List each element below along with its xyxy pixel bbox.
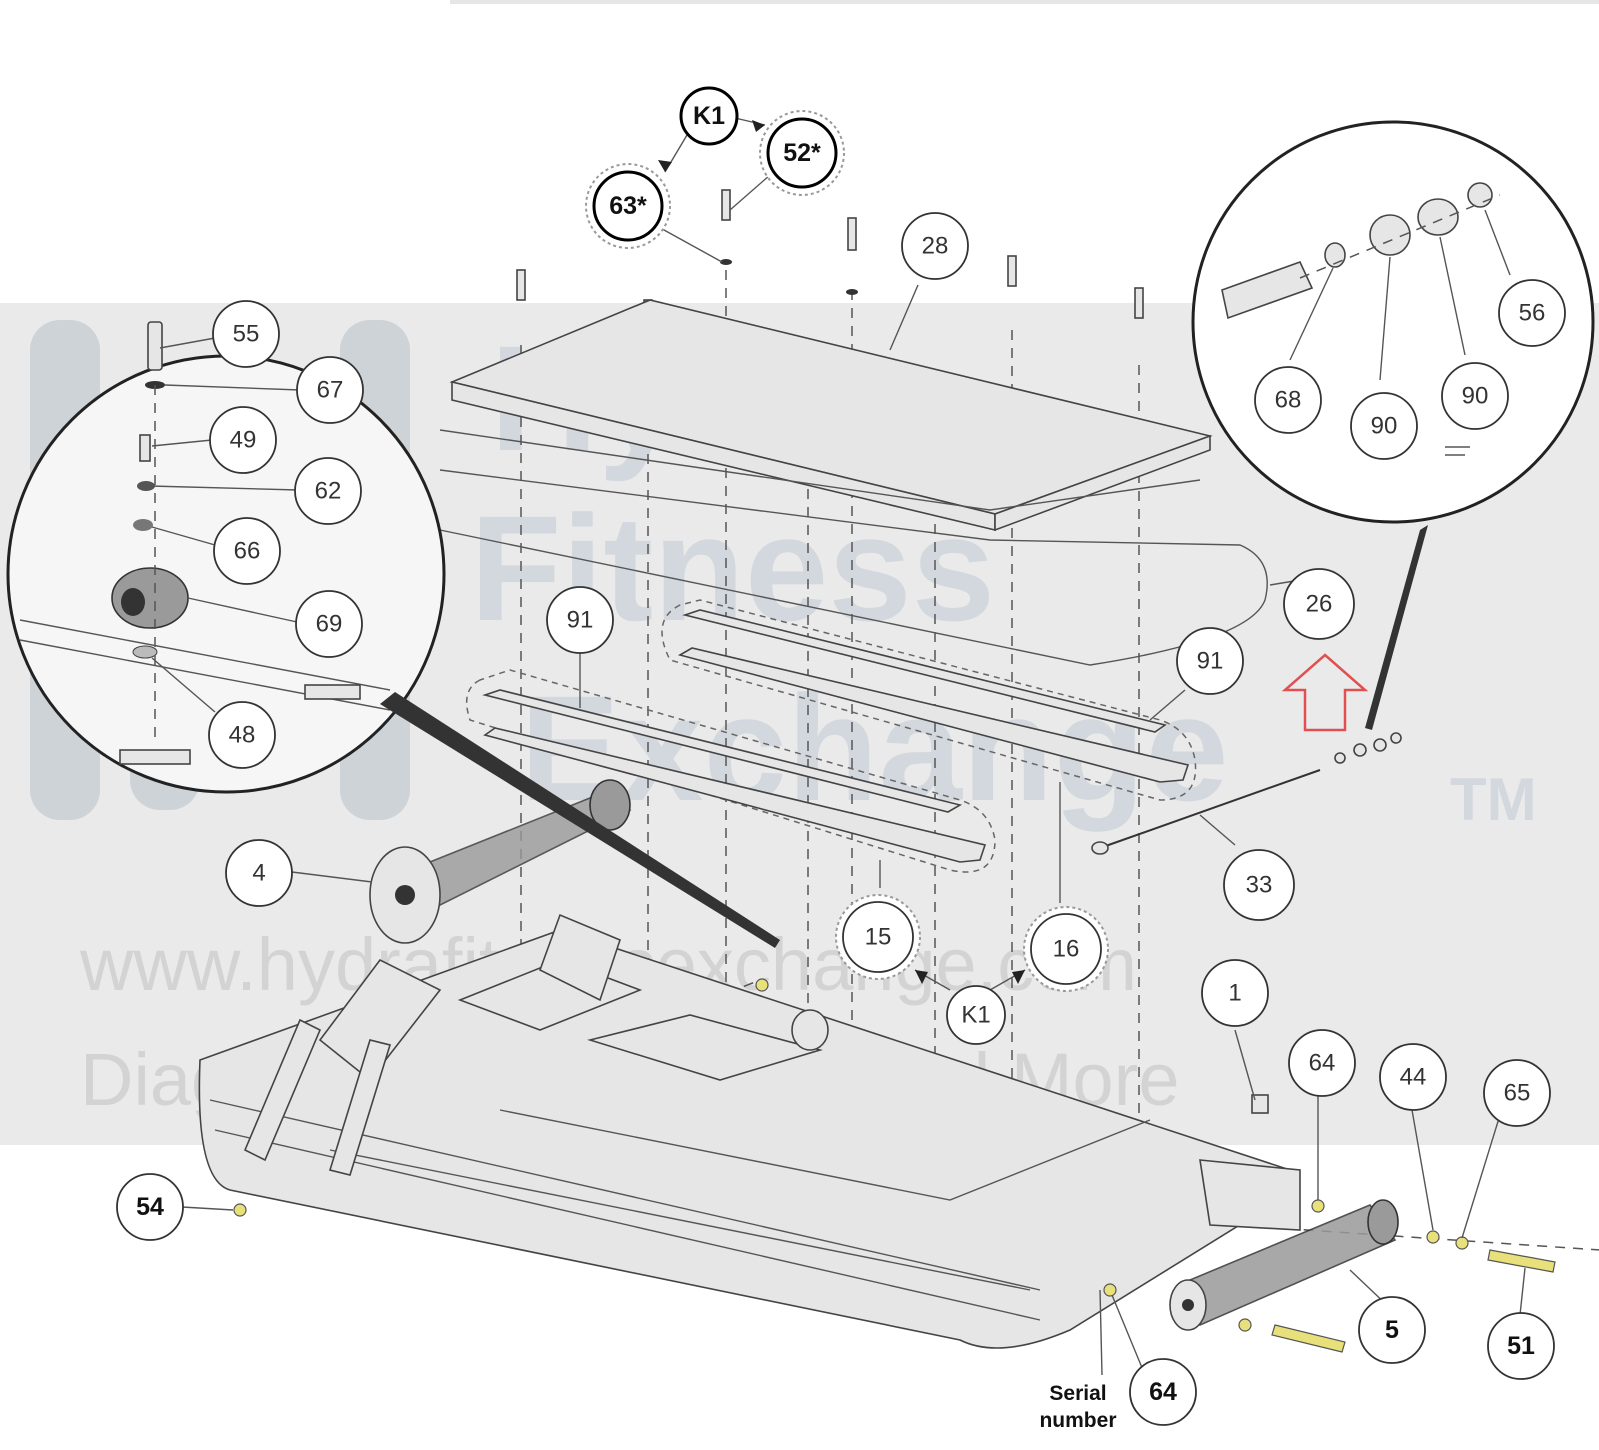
- callout-label: 1: [1228, 980, 1241, 1007]
- callout-label: 66: [234, 538, 261, 565]
- rail-group-right-outline: [661, 599, 1197, 801]
- rail-strip-right: [682, 609, 1167, 733]
- callout-label: 33: [1246, 872, 1273, 899]
- watermark-tm: TM: [1450, 766, 1537, 833]
- callout-91a: 91: [546, 586, 614, 654]
- callout-64a: 64: [1288, 1029, 1356, 1097]
- callout-label: 4: [252, 860, 265, 887]
- callout-label: 52*: [783, 139, 821, 167]
- callout-91b: 91: [1176, 627, 1244, 695]
- callout-label: 16: [1053, 936, 1080, 963]
- callout-28: 28: [901, 212, 969, 280]
- callout-label: 63*: [609, 192, 647, 220]
- callout-label: 5: [1385, 1316, 1399, 1344]
- callout-1: 1: [1201, 959, 1269, 1027]
- callout-label: 65: [1504, 1080, 1531, 1107]
- left-detail-pointer: [380, 692, 780, 948]
- callout-69: 69: [295, 590, 363, 658]
- arrowhead-k1-52: [752, 120, 765, 132]
- callout-64b: 64: [1129, 1358, 1197, 1426]
- callout-49: 49: [209, 406, 277, 474]
- callout-label: 64: [1149, 1378, 1177, 1406]
- callout-65: 65: [1483, 1059, 1551, 1127]
- callout-90b: 90: [1441, 362, 1509, 430]
- callout-67: 67: [296, 356, 364, 424]
- callout-68: 68: [1254, 366, 1322, 434]
- callout-44: 44: [1379, 1043, 1447, 1111]
- arrowhead-k1-16: [1012, 970, 1025, 984]
- callout-label: 51: [1507, 1332, 1535, 1360]
- leader-lines: [149, 117, 1526, 1376]
- callout-90a: 90: [1350, 392, 1418, 460]
- callout-label: 91: [1197, 648, 1224, 675]
- callout-label: 55: [233, 321, 260, 348]
- callout-label: 15: [865, 924, 892, 951]
- callout-label: 67: [317, 377, 344, 404]
- callout-52: 52*: [759, 110, 845, 196]
- front-roller: [369, 779, 632, 944]
- rear-bolts: [233, 978, 1556, 1353]
- callout-16: 16: [1023, 906, 1109, 992]
- highlight-arrow-up: [1281, 653, 1369, 732]
- callout-label: 28: [922, 233, 949, 260]
- callout-48: 48: [208, 701, 276, 769]
- callout-label: 91: [567, 607, 594, 634]
- treadmill-frame: [198, 913, 1301, 1349]
- callout-56: 56: [1498, 279, 1566, 347]
- serial-label-line1: Serial: [1049, 1382, 1106, 1405]
- callout-label: 48: [229, 722, 256, 749]
- rail-bar-right: [677, 647, 1190, 783]
- callout-55: 55: [212, 300, 280, 368]
- callout-66: 66: [213, 517, 281, 585]
- callout-label: 26: [1306, 591, 1333, 618]
- rail-strip-left: [482, 689, 963, 813]
- serial-label-line2: number: [1039, 1409, 1116, 1432]
- callout-62: 62: [294, 457, 362, 525]
- callout-51: 51: [1487, 1312, 1555, 1380]
- right-detail-pointer: [1365, 525, 1428, 730]
- arrowhead-k1-63: [658, 160, 672, 172]
- rear-roller: [1169, 1199, 1399, 1331]
- top-edge-strip: [450, 0, 1599, 4]
- callout-label: 64: [1309, 1050, 1336, 1077]
- callout-26: 26: [1283, 568, 1355, 640]
- callout-label: 90: [1371, 413, 1398, 440]
- running-belt: [439, 469, 1268, 666]
- callout-label: K1: [693, 102, 725, 130]
- callout-label: 54: [136, 1193, 164, 1221]
- callout-label: 49: [230, 427, 257, 454]
- deck-board-side: [994, 434, 1211, 532]
- callout-label: 62: [315, 478, 342, 505]
- running-belt-top-edge: [439, 429, 1201, 511]
- callout-63: 63*: [585, 163, 671, 249]
- callout-label: K1: [961, 1002, 990, 1029]
- arrowhead-k1-15: [915, 970, 928, 984]
- rear-axle: [1091, 732, 1402, 855]
- callout-k1-top: K1: [679, 86, 739, 146]
- callout-label: 68: [1275, 387, 1302, 414]
- callout-label: 56: [1519, 300, 1546, 327]
- callout-label: 90: [1462, 383, 1489, 410]
- rail-group-left-outline: [465, 669, 996, 873]
- callout-15: 15: [835, 894, 921, 980]
- callout-label: 44: [1400, 1064, 1427, 1091]
- callout-4: 4: [225, 839, 293, 907]
- rail-bar-left: [483, 727, 987, 863]
- callout-k1-bottom: K1: [946, 985, 1006, 1045]
- callout-54: 54: [116, 1173, 184, 1241]
- callout-label: 69: [316, 611, 343, 638]
- callout-5: 5: [1358, 1296, 1426, 1364]
- callout-33: 33: [1223, 849, 1295, 921]
